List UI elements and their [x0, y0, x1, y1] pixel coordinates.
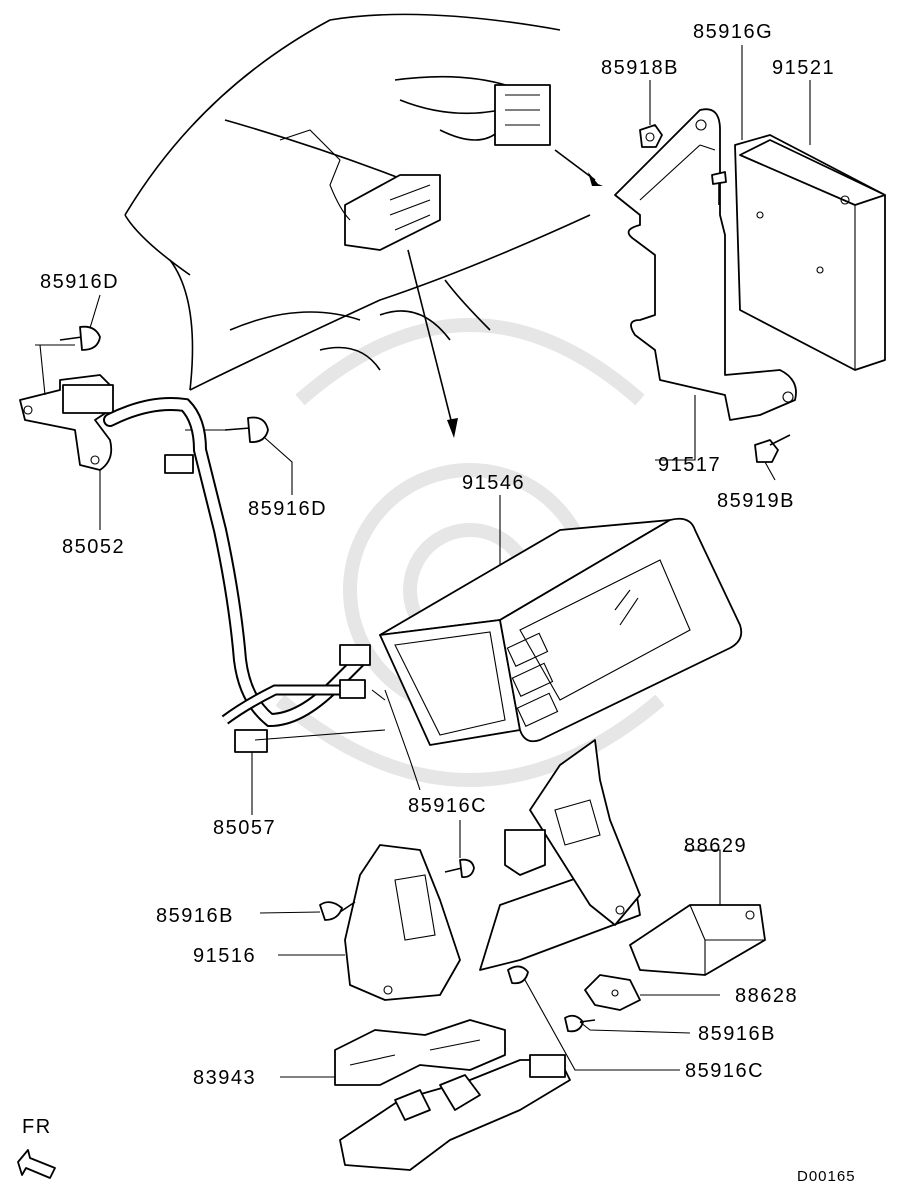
front-arrow-icon [17, 1149, 56, 1179]
label-91516: 91516 [193, 945, 256, 967]
fasteners-right [639, 124, 791, 463]
dash-module [279, 84, 551, 251]
bracket-85052 [19, 344, 114, 471]
screws-85916d [59, 325, 269, 443]
label-88629: 88629 [684, 835, 747, 857]
bracket-91517 [614, 108, 797, 421]
label-85916G: 85916G [693, 21, 773, 43]
label-85916C-a: 85916C [408, 795, 487, 817]
switch-panel-83943 [334, 1019, 571, 1171]
ecu-91521 [734, 134, 886, 371]
label-88628: 88628 [735, 985, 798, 1007]
label-91546: 91546 [462, 472, 525, 494]
label-85916D-a: 85916D [40, 271, 119, 293]
leader-lines [89, 45, 811, 1078]
screws-lower [319, 858, 596, 1033]
bracket-88628 [584, 974, 641, 1011]
diagram-code: D00165 [797, 1168, 856, 1185]
label-91521: 91521 [772, 57, 835, 79]
label-85919B: 85919B [717, 490, 795, 512]
label-85916D-b: 85916D [248, 498, 327, 520]
head-unit-91546 [379, 517, 743, 746]
label-85916C-b: 85916C [685, 1060, 764, 1082]
harness-85057 [103, 397, 371, 753]
front-label: FR [22, 1116, 52, 1138]
callout-arrows [407, 149, 603, 438]
label-85916B-a: 85916B [156, 905, 234, 927]
label-85057: 85057 [213, 817, 276, 839]
part-labels: 85916G 85918B 91521 85916D 85916D 85052 … [22, 21, 856, 1185]
label-85918B: 85918B [601, 57, 679, 79]
module-88629 [629, 904, 766, 976]
label-85052: 85052 [62, 536, 125, 558]
label-85916B-b: 85916B [698, 1023, 776, 1045]
bracket-91516 [344, 739, 641, 1001]
label-91517: 91517 [658, 454, 721, 476]
label-83943: 83943 [193, 1067, 256, 1089]
